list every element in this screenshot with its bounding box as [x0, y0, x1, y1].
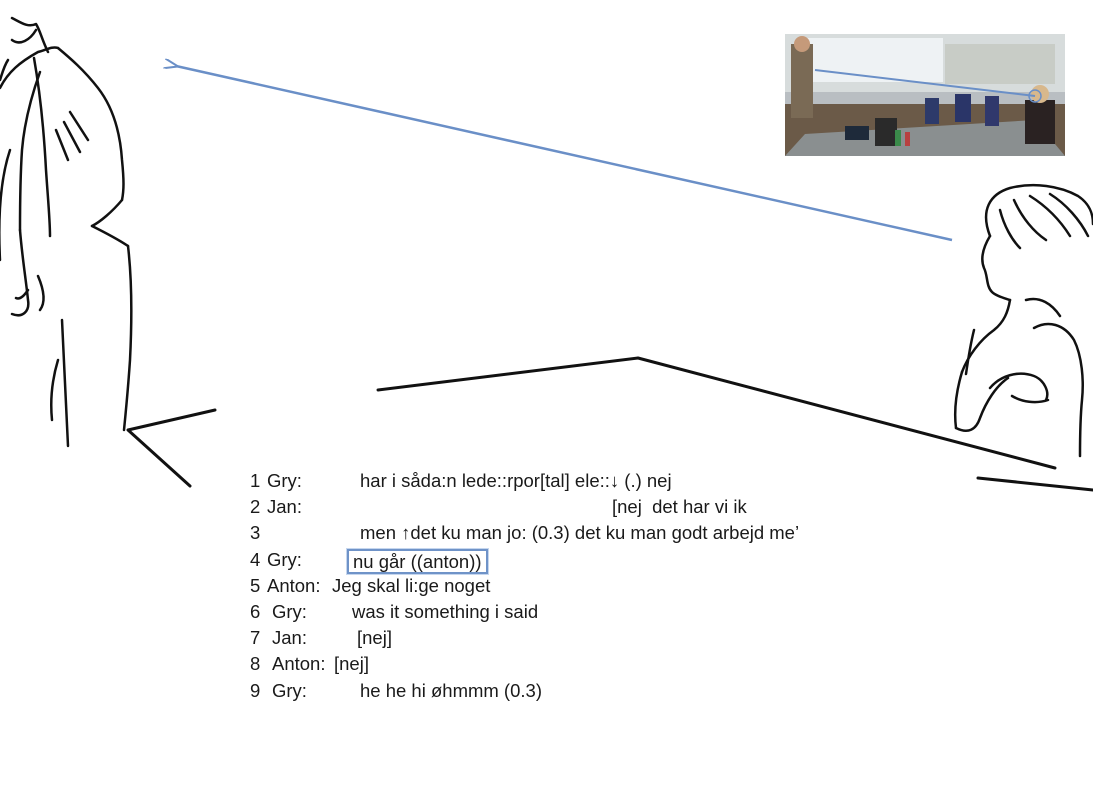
transcript-line: 5 Anton: Jeg skal li:ge noget	[250, 573, 1050, 599]
line-number: 7	[250, 627, 261, 649]
transcript-line: 2 Jan: [nej det har vi ik	[250, 494, 1050, 520]
video-still-photo	[785, 34, 1065, 156]
utterance: men ↑det ku man jo: (0.3) det ku man god…	[360, 522, 800, 544]
speaker: Gry:	[272, 600, 307, 622]
woman-sketch	[954, 183, 1093, 458]
line-number: 4	[250, 548, 261, 570]
transcript-line: 8 Anton: [nej]	[250, 651, 1050, 677]
line-number: 3	[250, 522, 261, 544]
transcript: 1 Gry: har i såda:n lede::rpor[tal] ele:…	[250, 468, 1050, 704]
line-number: 1	[250, 470, 261, 491]
transcript-line: 6 Gry: was it something i said	[250, 599, 1050, 625]
line-number: 9	[250, 679, 261, 701]
speaker: Jan:	[267, 496, 302, 518]
transcript-line: 9 Gry: he he hi øhmmm (0.3)	[250, 678, 1050, 704]
transcript-line: 3 men ↑det ku man jo: (0.3) det ku man g…	[250, 520, 1050, 546]
transcript-line: 7 Jan: [nej]	[250, 625, 1050, 651]
sketch-scene	[0, 16, 1093, 492]
transcript-line: 1 Gry: har i såda:n lede::rpor[tal] ele:…	[250, 468, 1050, 494]
utterance: Jeg skal li:ge noget	[332, 574, 491, 596]
line-number: 6	[250, 600, 261, 622]
speaker: Gry:	[267, 548, 302, 570]
line-number: 2	[250, 496, 261, 518]
speaker: Gry:	[267, 470, 302, 491]
utterance: [nej det har vi ik	[612, 496, 747, 518]
utterance: was it something i said	[352, 600, 539, 622]
transcript-line: 4 Gry: nu går ((anton))	[250, 547, 1050, 574]
highlighted-utterance: nu går ((anton))	[347, 548, 488, 574]
speaker: Jan:	[272, 627, 307, 649]
utterance: he he hi øhmmm (0.3)	[360, 679, 542, 701]
gaze-arrow	[176, 66, 953, 242]
speaker: Anton:	[267, 574, 321, 596]
line-number: 5	[250, 574, 261, 596]
speaker: Gry:	[272, 679, 307, 701]
utterance: [nej]	[334, 653, 369, 675]
man-sketch	[0, 16, 133, 448]
speaker: Anton:	[272, 653, 326, 675]
room-floor-lines	[126, 356, 1093, 492]
utterance: har i såda:n lede::rpor[tal] ele::↓ (.) …	[360, 470, 672, 491]
utterance: [nej]	[357, 627, 392, 649]
line-number: 8	[250, 653, 261, 675]
